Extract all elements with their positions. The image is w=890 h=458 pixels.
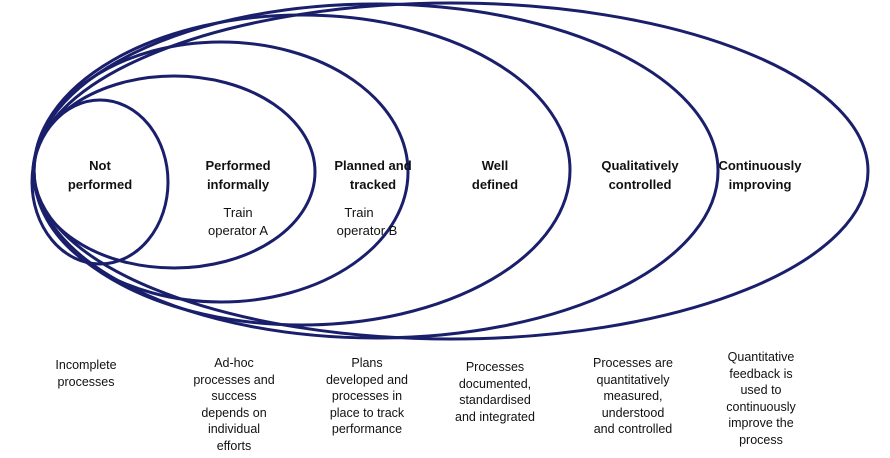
- description-line: process: [739, 432, 783, 447]
- description-performed-informally: Ad-hoc processes and success depends on indi…: [174, 355, 294, 454]
- description-line: improve the: [728, 416, 794, 430]
- description-line: measured,: [603, 389, 663, 403]
- description-line: place to track: [329, 405, 405, 420]
- description-planned-and-tracked: Plans developed and processes in place to t…: [307, 355, 427, 438]
- description-continuously-improving: Quantitative feedback is used to continuous…: [701, 349, 821, 448]
- description-line: Quantitative: [727, 350, 795, 364]
- level-subtitle-line1: Train: [223, 205, 253, 220]
- level-title-line1: Continuously: [718, 158, 802, 173]
- level-title-line2: improving: [728, 177, 792, 192]
- level-title-line1: Well: [481, 158, 509, 173]
- description-line: processes and: [193, 372, 275, 387]
- description-line: standardised: [459, 393, 531, 407]
- level-title-line2: defined: [471, 177, 519, 192]
- description-well-defined: Processes documented, standardised and inte…: [435, 359, 555, 425]
- description-line: feedback is: [729, 366, 793, 381]
- level-subtitle-line2: operator B: [336, 223, 398, 238]
- description-line: Ad-hoc: [214, 356, 254, 370]
- description-line: quantitatively: [596, 372, 670, 387]
- level-title-line2: tracked: [349, 177, 397, 192]
- ellipse-not-performed: [30, 98, 170, 266]
- description-line: developed and: [325, 372, 409, 387]
- description-line: Incomplete: [55, 358, 117, 372]
- level-title-line1: Performed: [205, 158, 271, 173]
- description-qualitatively-controlled: Processes are quantitatively measured, unde…: [573, 355, 693, 438]
- level-label-continuously-improving: Continuously improving: [700, 156, 820, 194]
- level-title-line1: Qualitatively: [601, 158, 679, 173]
- description-line: success: [211, 389, 257, 403]
- description-line: depends on: [201, 405, 267, 420]
- description-line: continuously: [726, 399, 796, 414]
- description-line: and controlled: [593, 422, 673, 436]
- level-title-line2: performed: [67, 177, 133, 192]
- description-line: performance: [331, 422, 403, 436]
- level-subtitle-line1: Train: [344, 205, 374, 220]
- description-line: processes in: [331, 389, 403, 403]
- level-title-line2: informally: [206, 177, 270, 192]
- description-line: understood: [601, 405, 665, 420]
- level-label-not-performed: Not performed: [55, 156, 145, 194]
- description-line: documented,: [458, 376, 532, 391]
- level-label-planned-and-tracked: Planned and tracked Train operator B: [318, 156, 428, 240]
- level-label-qualitatively-controlled: Qualitatively controlled: [585, 156, 695, 194]
- level-title-line1: Planned and: [334, 158, 412, 173]
- description-line: Processes: [465, 360, 525, 374]
- description-line: processes: [57, 374, 115, 389]
- level-title-line1: Not: [89, 158, 111, 173]
- level-label-well-defined: Well defined: [445, 156, 545, 194]
- description-not-performed: Incomplete processes: [26, 357, 146, 390]
- description-line: and integrated: [455, 409, 535, 424]
- level-label-performed-informally: Performed informally Train operator A: [183, 156, 293, 240]
- description-line: Processes are: [593, 356, 673, 370]
- description-line: used to: [740, 383, 782, 397]
- description-line: Plans: [351, 356, 383, 370]
- level-subtitle-line2: operator A: [208, 223, 268, 238]
- description-line: efforts: [216, 438, 252, 453]
- level-title-line2: controlled: [608, 177, 672, 192]
- description-line: individual: [207, 422, 261, 436]
